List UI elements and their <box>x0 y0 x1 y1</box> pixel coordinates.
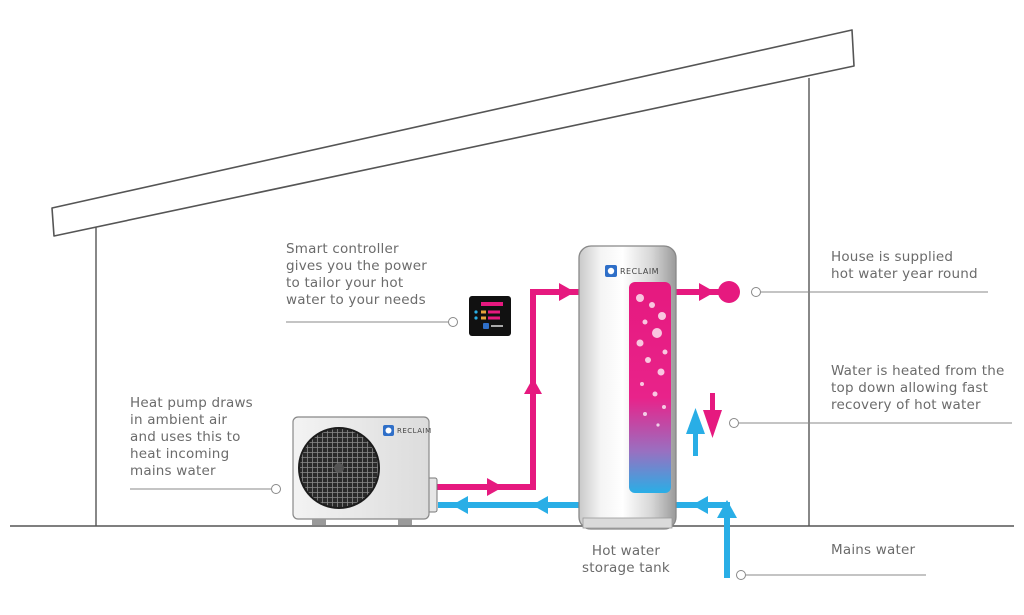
water-bubbles <box>636 294 668 427</box>
cold-arrow-return-1 <box>532 496 548 514</box>
hot-arrow-up <box>524 378 542 394</box>
roof <box>51 29 855 237</box>
house-outline <box>10 29 1014 527</box>
heat-pump-unit: RECLAIM <box>292 416 438 525</box>
smart-controller-label: Smart controller gives you the power to … <box>286 241 428 308</box>
cold-up-arrow-icon <box>686 408 705 434</box>
tank-label: Hot water storage tank <box>582 543 670 576</box>
water-heated-label: Water is heated from the top down allowi… <box>831 363 1005 413</box>
smart-controller <box>469 296 511 336</box>
cold-arrow-return-2 <box>452 496 468 514</box>
cold-arrow-tank-in <box>692 496 708 514</box>
hot-down-arrow-icon <box>703 410 722 438</box>
hot-arrow-flow-1 <box>487 478 503 496</box>
heat-pump-brand-label: RECLAIM <box>397 427 432 435</box>
callout-lines <box>130 287 1012 580</box>
hot-tap-outlet <box>718 281 740 303</box>
hot-water-tank: RECLAIM <box>578 245 677 530</box>
heating-direction-arrows <box>686 393 722 456</box>
heat-pump-label: Heat pump draws in ambient air and uses … <box>130 395 253 479</box>
cold-arrow-mains <box>717 500 737 518</box>
hot-water-pipes <box>436 281 740 496</box>
tank-brand-label: RECLAIM <box>620 267 659 276</box>
house-supplied-label: House is supplied hot water year round <box>831 249 978 282</box>
tank-logo: RECLAIM <box>605 265 659 277</box>
reclaim-logo-icon: RECLAIM <box>383 425 432 436</box>
cold-water-pipes <box>438 496 737 578</box>
hot-arrow-into-tank <box>559 283 575 301</box>
mains-water-label: Mains water <box>831 542 916 558</box>
hot-arrow-supply <box>699 283 715 301</box>
